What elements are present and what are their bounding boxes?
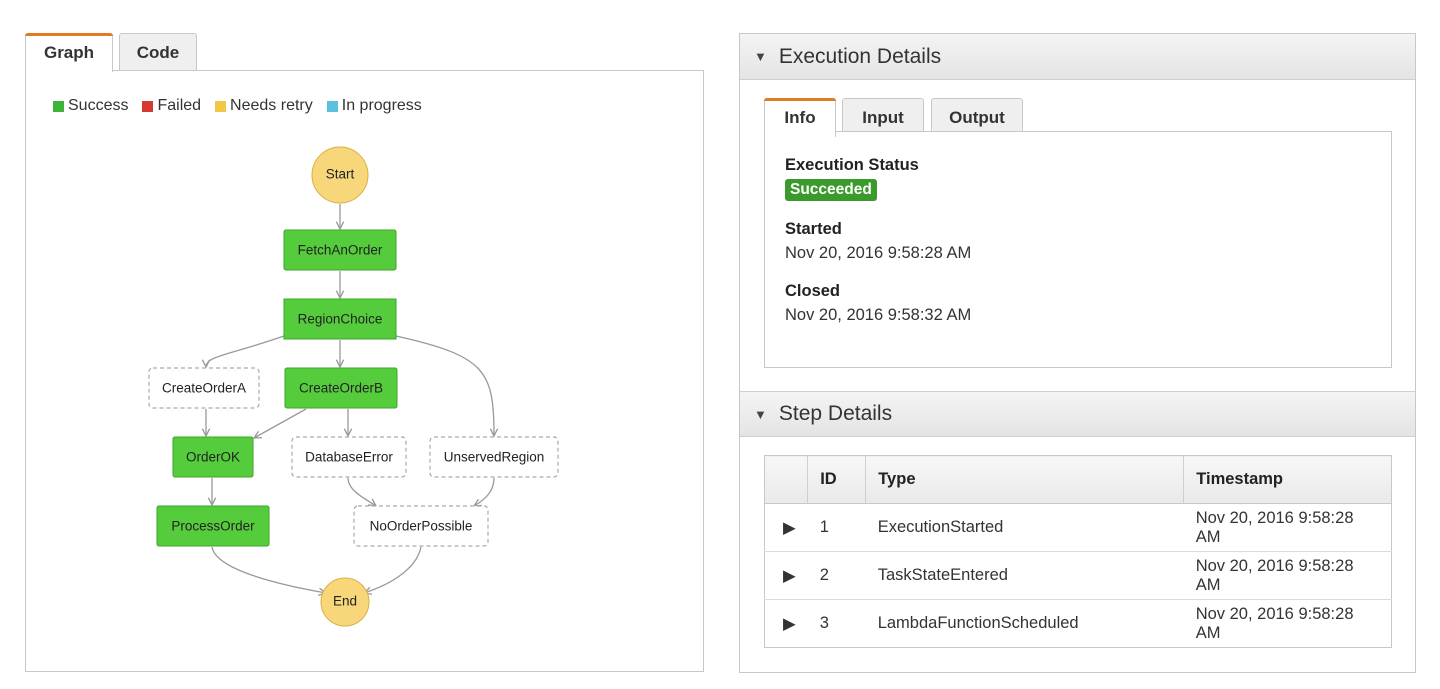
info-content: Execution Status Succeeded Started Nov 2… bbox=[764, 131, 1392, 368]
cell-timestamp: Nov 20, 2016 9:58:28 AM bbox=[1195, 604, 1354, 642]
state-end-label: End bbox=[333, 594, 357, 609]
state-machine-graph: Start FetchAnOrder RegionChoice CreateOr… bbox=[148, 146, 559, 627]
legend-item-failed: Failed bbox=[142, 97, 201, 115]
legend: Success Failed Needs retry In progress bbox=[53, 97, 422, 115]
started-label: Started bbox=[785, 220, 842, 238]
expand-row-icon[interactable]: ▶ bbox=[764, 503, 808, 552]
state-start-label: Start bbox=[326, 167, 355, 182]
state-end[interactable]: End bbox=[320, 577, 370, 627]
legend-label-failed: Failed bbox=[157, 97, 202, 114]
expand-row-icon[interactable]: ▶ bbox=[783, 614, 796, 633]
execution-details-header[interactable]: ▼ Execution Details bbox=[740, 34, 1415, 80]
state-process-order-label: ProcessOrder bbox=[171, 519, 255, 534]
cell-id: 2 bbox=[807, 551, 866, 600]
details-panel: ▼ Execution Details Info Input Output Ex… bbox=[739, 33, 1416, 673]
table-row[interactable]: ▶ 1 ExecutionStarted Nov 20, 2016 9:58:2… bbox=[764, 503, 1392, 552]
legend-item-needs-retry: Needs retry bbox=[215, 97, 313, 115]
legend-swatch-success bbox=[53, 100, 64, 112]
graph-tabs: Graph Code bbox=[25, 33, 704, 72]
table-header-row: ID Type Timestamp bbox=[764, 455, 1392, 504]
tab-info[interactable]: Info bbox=[764, 98, 836, 137]
execution-status-group: Execution Status Succeeded bbox=[785, 156, 1371, 201]
column-header-expand bbox=[764, 455, 809, 504]
closed-group: Closed Nov 20, 2016 9:58:32 AM bbox=[785, 282, 1371, 325]
tab-output[interactable]: Output bbox=[931, 98, 1023, 136]
state-database-error-label: DatabaseError bbox=[305, 450, 393, 465]
cell-id: 3 bbox=[819, 614, 829, 632]
edge-unserved-noorder bbox=[474, 477, 495, 506]
state-start[interactable]: Start bbox=[311, 146, 369, 204]
state-fetch-an-order-label: FetchAnOrder bbox=[298, 243, 383, 258]
legend-swatch-in-progress bbox=[326, 100, 338, 112]
state-database-error[interactable]: DatabaseError bbox=[291, 436, 407, 478]
execution-details-title: Execution Details bbox=[778, 44, 942, 68]
column-header-timestamp[interactable]: Timestamp bbox=[1183, 455, 1392, 504]
cell-type: ExecutionStarted bbox=[865, 503, 1184, 552]
table-row[interactable]: ▶ 3 LambdaFunctionScheduled Nov 20, 2016… bbox=[765, 600, 1392, 648]
closed-value: Nov 20, 2016 9:58:32 AM bbox=[785, 306, 972, 324]
tab-graph[interactable]: Graph bbox=[25, 33, 113, 72]
execution-status-label: Execution Status bbox=[785, 156, 919, 174]
graph-edges bbox=[206, 204, 494, 593]
graph-canvas: Success Failed Needs retry In progress bbox=[25, 70, 704, 672]
cell-timestamp: Nov 20, 2016 9:58:28 AM bbox=[1183, 551, 1392, 600]
legend-item-success: Success bbox=[53, 97, 128, 115]
expand-row-icon[interactable]: ▶ bbox=[764, 551, 808, 600]
status-badge: Succeeded bbox=[785, 179, 877, 201]
edge-process-end bbox=[211, 546, 326, 593]
step-details-title: Step Details bbox=[778, 402, 893, 425]
started-value: Nov 20, 2016 9:58:28 AM bbox=[785, 244, 972, 262]
edge-dberror-noorder bbox=[347, 477, 376, 506]
cell-id: 1 bbox=[807, 503, 866, 552]
step-details-table: ID Type Timestamp ▶ 1 ExecutionStarted N… bbox=[764, 455, 1392, 648]
cell-type: TaskStateEntered bbox=[865, 551, 1184, 600]
state-order-ok-label: OrderOK bbox=[186, 450, 240, 465]
state-order-ok[interactable]: OrderOK bbox=[172, 436, 254, 478]
edge-noorder-end bbox=[364, 546, 422, 593]
tab-code[interactable]: Code bbox=[119, 33, 197, 71]
legend-label-success: Success bbox=[68, 97, 129, 114]
state-process-order[interactable]: ProcessOrder bbox=[156, 505, 270, 547]
legend-item-in-progress: In progress bbox=[326, 97, 422, 115]
execution-tabs: Info Input Output bbox=[764, 98, 1392, 137]
state-region-choice[interactable]: RegionChoice bbox=[283, 298, 397, 340]
legend-swatch-needs-retry bbox=[215, 100, 227, 112]
state-fetch-an-order[interactable]: FetchAnOrder bbox=[283, 229, 397, 271]
state-create-order-a[interactable]: CreateOrderA bbox=[148, 367, 260, 409]
step-details-header[interactable]: ▼ Step Details bbox=[740, 391, 1415, 437]
state-no-order-possible[interactable]: NoOrderPossible bbox=[353, 505, 489, 547]
caret-down-icon: ▼ bbox=[754, 406, 767, 422]
legend-swatch-failed bbox=[142, 100, 154, 112]
state-create-order-a-label: CreateOrderA bbox=[162, 381, 246, 396]
tab-input[interactable]: Input bbox=[842, 98, 924, 136]
edge-region-unserved bbox=[395, 335, 494, 436]
legend-label-needs-retry: Needs retry bbox=[230, 97, 313, 114]
edge-region-createa bbox=[206, 335, 285, 367]
edge-createb-orderok bbox=[254, 408, 307, 438]
state-unserved-region[interactable]: UnservedRegion bbox=[429, 436, 559, 478]
started-group: Started Nov 20, 2016 9:58:28 AM bbox=[785, 220, 1371, 263]
state-region-choice-label: RegionChoice bbox=[298, 312, 383, 327]
state-create-order-b-label: CreateOrderB bbox=[299, 381, 383, 396]
closed-label: Closed bbox=[785, 282, 841, 300]
cell-type: LambdaFunctionScheduled bbox=[877, 614, 1079, 632]
column-header-type[interactable]: Type bbox=[865, 455, 1185, 504]
graph-panel: Graph Code Success Failed Needs retry In… bbox=[25, 33, 704, 673]
caret-down-icon: ▼ bbox=[754, 49, 767, 64]
state-no-order-possible-label: NoOrderPossible bbox=[370, 519, 473, 534]
table-row[interactable]: ▶ 2 TaskStateEntered Nov 20, 2016 9:58:2… bbox=[764, 551, 1392, 600]
cell-timestamp: Nov 20, 2016 9:58:28 AM bbox=[1183, 503, 1392, 552]
state-create-order-b[interactable]: CreateOrderB bbox=[284, 367, 398, 409]
state-unserved-region-label: UnservedRegion bbox=[444, 450, 545, 465]
column-header-id[interactable]: ID bbox=[807, 455, 867, 504]
legend-label-in-progress: In progress bbox=[341, 97, 422, 114]
